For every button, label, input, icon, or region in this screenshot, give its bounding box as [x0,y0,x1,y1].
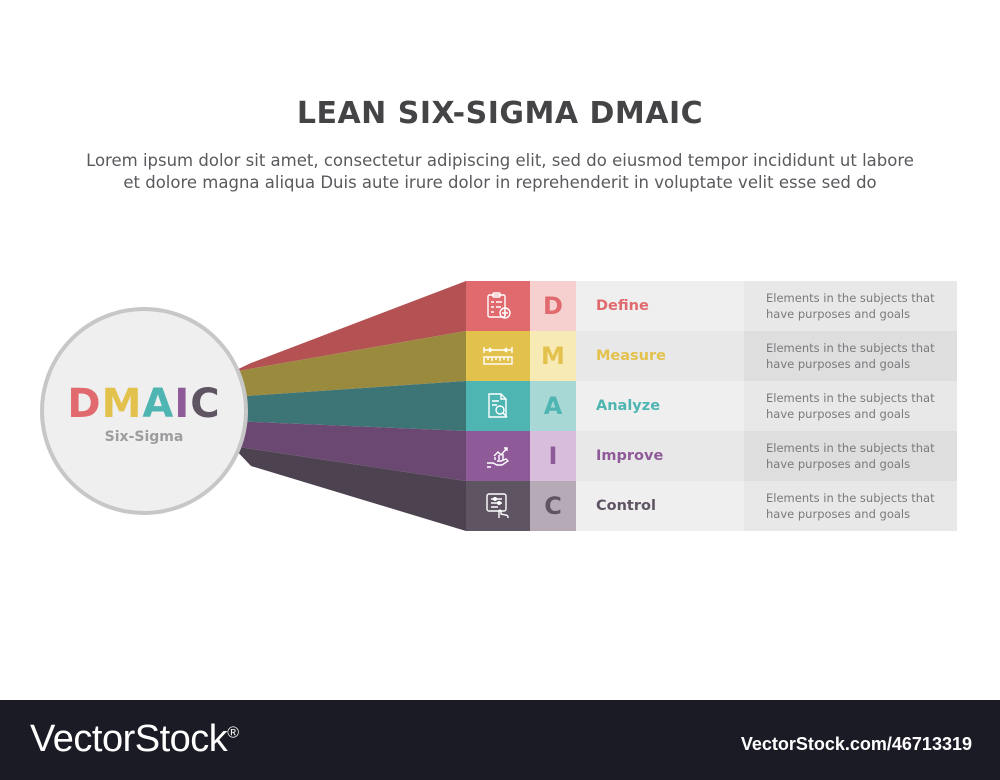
step-letter: M [530,331,576,381]
dmaic-subtitle: Six-Sigma [104,429,184,445]
step-description: Elements in the subjects that have purpo… [744,331,957,381]
dmaic-circle [40,307,248,515]
step-description-line-2: have purposes and goals [766,507,911,521]
dmaic-letter-i: I [174,381,191,427]
page-title: LEAN SIX-SIGMA DMAIC [296,96,704,131]
step-description-line-2: have purposes and goals [766,407,911,421]
step-description: Elements in the subjects that have purpo… [744,431,957,481]
step-description-line-2: have purposes and goals [766,457,911,471]
page-subtitle: Lorem ipsum dolor sit amet, consectetur … [30,150,970,194]
step-description-line-1: Elements in the subjects that [766,391,935,405]
step-letter: I [530,431,576,481]
footer-bar [0,700,1000,780]
step-row-measure: M Measure Elements in the subjects that … [466,331,957,381]
brand-text: VectorStock [30,718,228,760]
step-row-improve: I Improve Elements in the subjects that … [466,431,957,481]
dmaic-letter-a: A [142,381,175,427]
step-description-line-1: Elements in the subjects that [766,341,935,355]
step-description-line-1: Elements in the subjects that [766,491,935,505]
growth-hand-icon [466,431,530,481]
step-label: Improve [576,431,744,481]
step-description: Elements in the subjects that have purpo… [744,281,957,331]
dmaic-letter-d: D [67,381,102,427]
footer-image-id: VectorStock.com/46713319 [740,734,972,754]
beam-define [232,281,466,372]
step-description: Elements in the subjects that have purpo… [744,381,957,431]
step-row-define: D Define Elements in the subjects that h… [466,281,957,331]
beam-control [232,446,466,531]
step-label: Control [576,481,744,531]
dmaic-logo-text: DMAIC [40,381,248,427]
step-label: Measure [576,331,744,381]
ruler-icon [466,331,530,381]
beam-analyze [232,381,466,431]
step-label: Define [576,281,744,331]
step-row-control: C Control Elements in the subjects that … [466,481,957,531]
step-description-line-2: have purposes and goals [766,357,911,371]
step-letter: D [530,281,576,331]
checklist-icon [466,281,530,331]
step-label: Analyze [576,381,744,431]
subtitle-line-1: Lorem ipsum dolor sit amet, consectetur … [86,151,914,170]
beam-improve [232,421,466,481]
control-panel-icon [466,481,530,531]
step-description-line-1: Elements in the subjects that [766,441,935,455]
beam-connectors [232,281,466,531]
dmaic-letter-c: C [190,381,221,427]
step-letter: C [530,481,576,531]
step-description-line-1: Elements in the subjects that [766,291,935,305]
step-description-line-2: have purposes and goals [766,307,911,321]
document-search-icon [466,381,530,431]
footer-brand: VectorStock® [30,718,239,761]
dmaic-letter-m: M [101,381,143,427]
beam-measure [232,331,466,397]
step-row-analyze: A Analyze Elements in the subjects that … [466,381,957,431]
step-letter: A [530,381,576,431]
subtitle-line-2: et dolore magna aliqua Duis aute irure d… [123,173,877,192]
step-description: Elements in the subjects that have purpo… [744,481,957,531]
registered-mark: ® [227,724,239,742]
